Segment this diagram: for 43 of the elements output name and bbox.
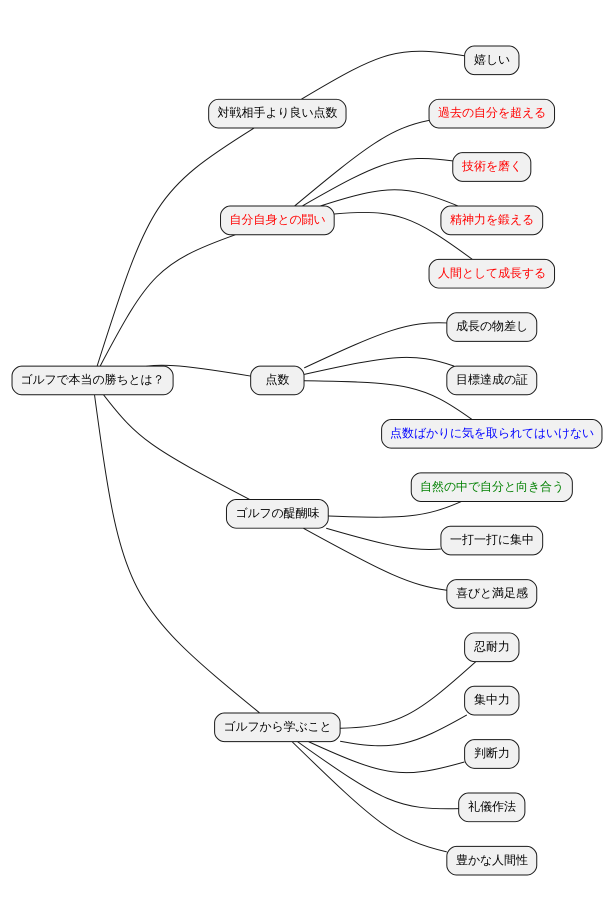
connector <box>326 528 442 550</box>
connector <box>308 741 465 774</box>
connector <box>94 394 260 714</box>
connector <box>304 380 472 420</box>
connector <box>103 394 250 500</box>
connector <box>303 528 448 591</box>
node-box: ゴルフで本当の勝ちとは？ <box>12 366 174 396</box>
node-box: 精神力を鍛える <box>440 206 544 236</box>
node-box: 礼儀作法 <box>458 792 526 822</box>
connector <box>292 741 448 852</box>
node-box: 自然の中で自分と向き合う <box>410 472 573 502</box>
connector <box>100 234 236 367</box>
node-box: 点数 <box>250 366 305 396</box>
node-box: 目標達成の証 <box>446 366 538 396</box>
node-box: 嬉しい <box>464 45 520 76</box>
connector <box>340 661 476 729</box>
node-box: 点数ばかりに気を取られてはいけない <box>381 419 602 449</box>
connector <box>328 501 462 518</box>
connector <box>294 120 430 206</box>
node-box: 喜びと満足感 <box>446 579 538 609</box>
node-box: 自分自身との闘い <box>220 206 335 236</box>
connector <box>297 741 460 810</box>
node-box: ゴルフの醍醐味 <box>226 499 329 529</box>
connector <box>302 158 453 206</box>
connector <box>96 128 255 367</box>
node-box: 一打一打に集中 <box>440 526 544 556</box>
connector <box>304 322 448 368</box>
connector <box>304 356 455 375</box>
connector <box>334 212 473 260</box>
connector <box>300 50 465 100</box>
node-box: 対戦相手より良い点数 <box>208 98 347 128</box>
connector <box>340 714 468 746</box>
node-box: 集中力 <box>464 686 520 716</box>
node-box: 過去の自分を超える <box>428 98 556 128</box>
node-box: 豊かな人間性 <box>446 846 538 876</box>
node-box: ゴルフから学ぶこと <box>214 712 341 742</box>
connector <box>320 189 458 206</box>
node-box: 技術を磨く <box>452 152 532 182</box>
node-box: 人間として成長する <box>428 258 556 289</box>
connector <box>146 364 252 377</box>
node-box: 忍耐力 <box>464 632 520 662</box>
node-box: 成長の物差し <box>446 312 538 342</box>
node-box: 判断力 <box>464 739 520 769</box>
